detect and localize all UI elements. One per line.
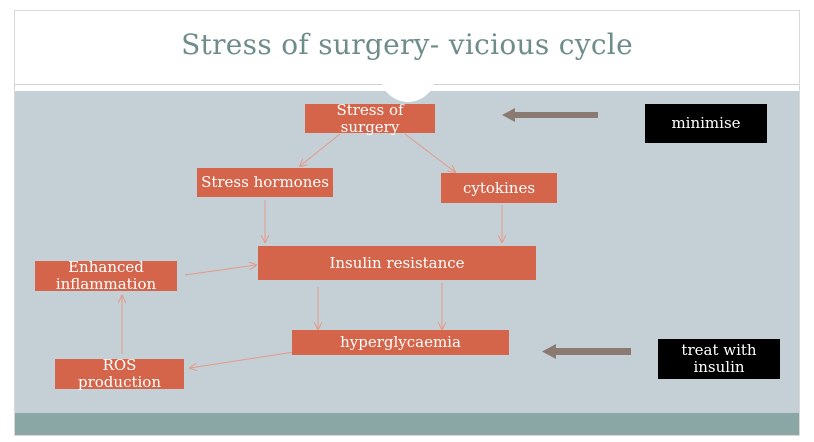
node-ros-production: ROS production bbox=[55, 357, 184, 391]
arrow-hyperglycaemia-to-ros bbox=[190, 351, 295, 368]
callout-minimise: minimise bbox=[645, 104, 767, 143]
arrow-surgery-to-cytokines bbox=[404, 133, 455, 172]
node-cytokines: cytokines bbox=[441, 173, 557, 203]
node-stress-hormones: Stress hormones bbox=[197, 168, 333, 197]
callout-treat-with-insulin: treat with insulin bbox=[658, 339, 780, 379]
slide-frame bbox=[14, 10, 800, 436]
node-enhanced-inflammation: Enhanced inflammation bbox=[35, 259, 177, 293]
node-hyperglycaemia: hyperglycaemia bbox=[292, 330, 509, 355]
arrow-surgery-to-hormones bbox=[300, 133, 341, 166]
node-insulin-resistance: Insulin resistance bbox=[258, 246, 536, 280]
slide-title: Stress of surgery- vicious cycle bbox=[181, 28, 633, 61]
thick-arrow-minimise bbox=[502, 108, 598, 122]
thick-arrow-treat bbox=[542, 344, 631, 359]
node-stress-of-surgery: Stress of surgery bbox=[305, 101, 435, 135]
arrow-inflammation-to-resistance bbox=[184, 265, 256, 276]
footer-band bbox=[15, 413, 799, 435]
